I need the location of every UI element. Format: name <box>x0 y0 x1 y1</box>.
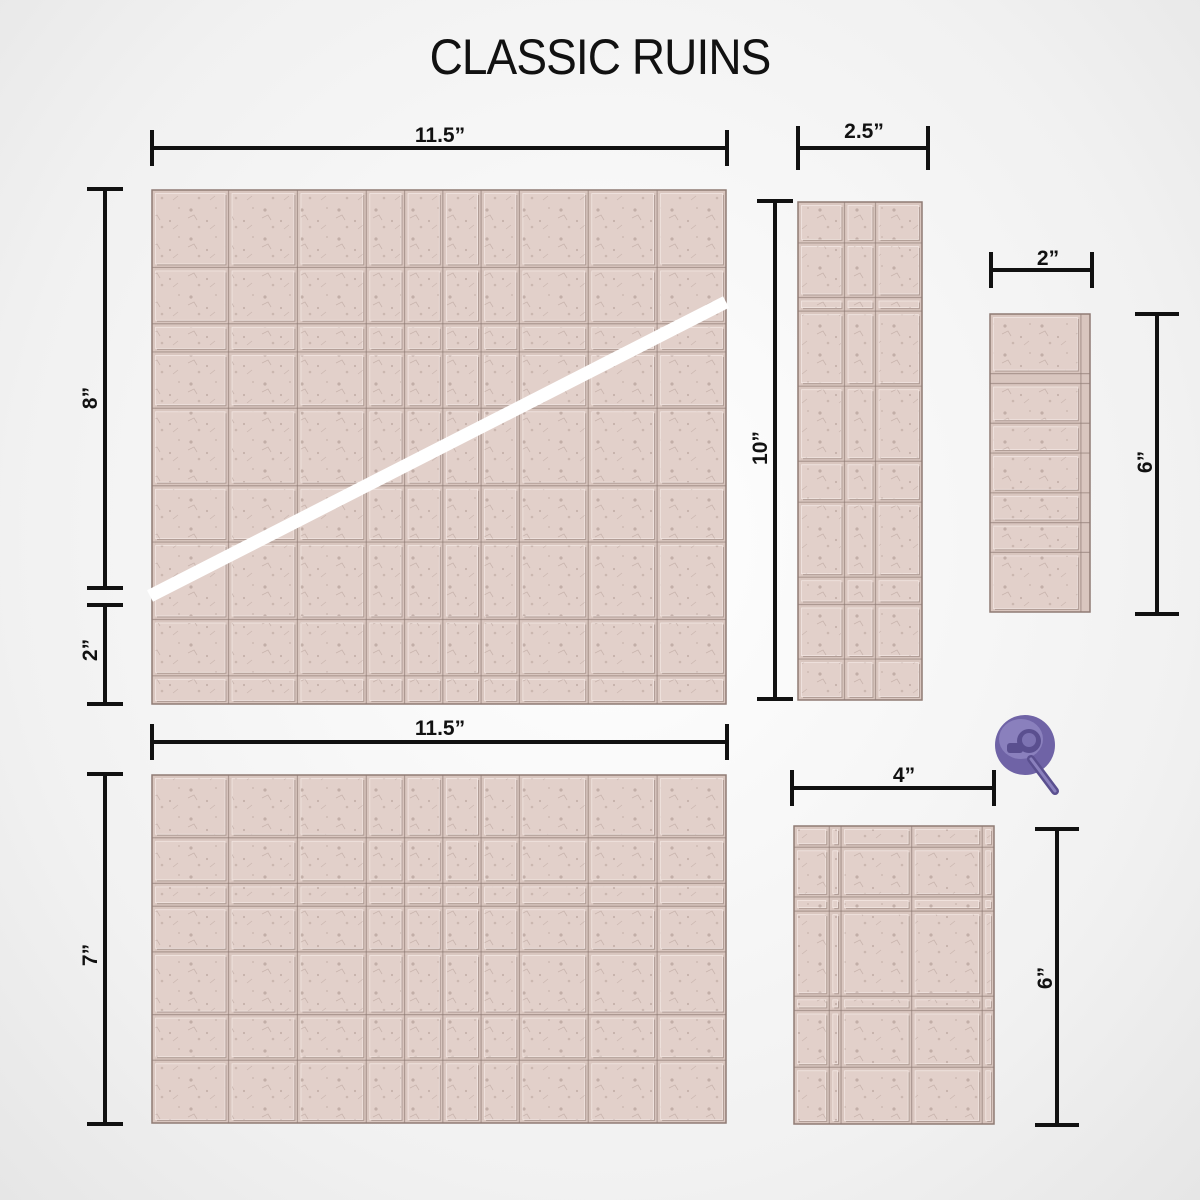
dim-label-large-top-width: 11.5” <box>415 124 465 147</box>
dim-label-large-top-height: 8” <box>79 387 102 409</box>
wall-panel-tall <box>797 201 923 701</box>
page-title: CLASSIC RUINS <box>429 29 772 85</box>
wall-panel-large-bottom <box>151 774 727 1124</box>
wall-panel-small <box>989 313 1091 613</box>
dim-label-large-top-lower: 2” <box>79 639 102 661</box>
dim-label-medium-height: 6” <box>1034 967 1057 989</box>
dim-label-small-width: 2” <box>1037 247 1059 270</box>
dimension-lines <box>87 126 1179 1127</box>
dim-label-large-bottom-height: 7” <box>79 944 102 966</box>
dim-label-tall-height: 10” <box>749 431 772 465</box>
dim-label-medium-width: 4” <box>893 764 915 787</box>
dim-label-tall-width: 2.5” <box>844 120 884 143</box>
dim-label-small-height: 6” <box>1134 451 1157 473</box>
dim-label-large-bottom-width: 11.5” <box>415 717 465 740</box>
wall-panel-medium <box>793 825 995 1125</box>
diagonal-cut-line <box>147 296 729 602</box>
miniature-figure-icon <box>995 715 1059 795</box>
